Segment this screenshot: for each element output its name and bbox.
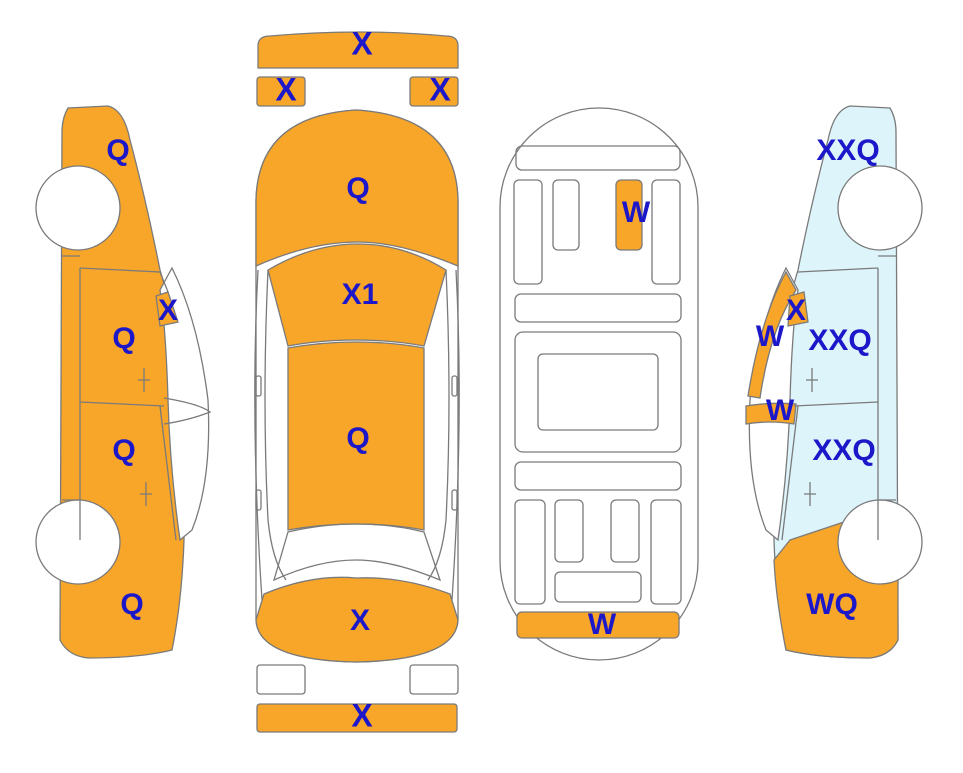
right-front-window-code: X	[786, 294, 806, 327]
rear-bumper-code: X	[351, 697, 373, 733]
right-pillar-upper-code: W	[756, 320, 785, 353]
right-front-door-code: XXQ	[808, 324, 871, 357]
rear-bumper[interactable]	[256, 703, 458, 733]
roof-code: Q	[346, 422, 369, 455]
rear-crossmember-code: W	[588, 608, 617, 641]
right-pillar-lower-code: W	[766, 394, 795, 427]
underbody-view: W W	[499, 107, 699, 661]
floor-panel[interactable]	[615, 179, 643, 251]
taillight-left	[256, 664, 306, 695]
hood[interactable]	[255, 109, 459, 268]
left-rear-door-code: Q	[112, 434, 135, 467]
headlight-right-code: X	[429, 71, 451, 107]
right-rear-wheel	[837, 499, 923, 585]
headlight-right[interactable]	[409, 76, 459, 107]
right-side-view: XXQ X W W XXQ XXQ WQ	[745, 105, 923, 659]
left-front-window-code: X	[158, 294, 178, 327]
left-front-window[interactable]	[155, 291, 179, 327]
hood-code: Q	[346, 172, 369, 205]
right-front-wheel	[837, 165, 923, 251]
left-rear-wheel	[35, 499, 121, 585]
headlight-left[interactable]	[256, 76, 306, 107]
right-rear-door-code: XXQ	[812, 434, 875, 467]
headlight-left-code: X	[275, 71, 297, 107]
underbody-outline	[499, 107, 699, 661]
top-view: X X X Q X1 Q X X	[254, 25, 460, 733]
rear-window-code: X	[350, 604, 370, 637]
right-front-fender-code: XXQ	[816, 134, 879, 167]
floor-panel-code: W	[622, 196, 651, 229]
front-bumper[interactable]	[257, 31, 459, 69]
right-front-window[interactable]	[787, 291, 809, 327]
right-rear-quarter-code: WQ	[806, 588, 858, 621]
rear-window[interactable]	[255, 576, 459, 663]
left-side-view: Q X Q Q Q	[35, 105, 212, 659]
taillight-right	[409, 664, 459, 695]
front-bumper-code: X	[351, 25, 373, 61]
right-pillar-upper[interactable]	[747, 270, 797, 399]
left-rear-quarter-code: Q	[120, 588, 143, 621]
windshield-code: X1	[342, 278, 379, 311]
left-front-wheel	[35, 165, 121, 251]
right-pillar-lower[interactable]	[745, 402, 797, 425]
left-front-fender-code: Q	[106, 134, 129, 167]
left-glass-area	[159, 266, 210, 542]
rear-crossmember[interactable]	[516, 611, 680, 639]
left-front-door-code: Q	[112, 322, 135, 355]
